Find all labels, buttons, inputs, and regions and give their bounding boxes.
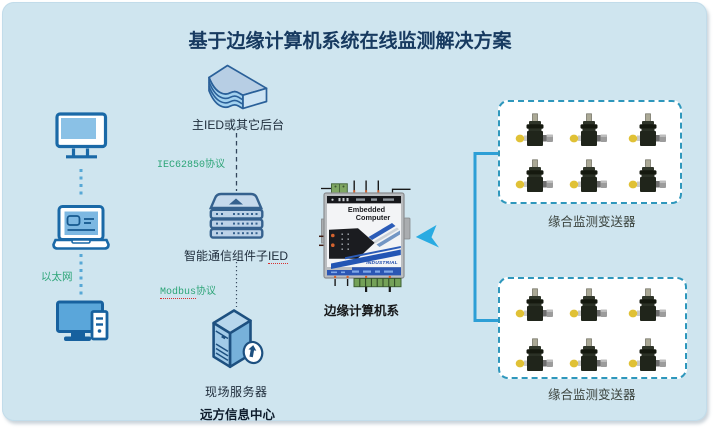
svg-text:Embedded: Embedded [348,205,385,214]
svg-text:Computer: Computer [356,213,391,222]
svg-text:INDUSTRIAL: INDUSTRIAL [366,260,398,266]
